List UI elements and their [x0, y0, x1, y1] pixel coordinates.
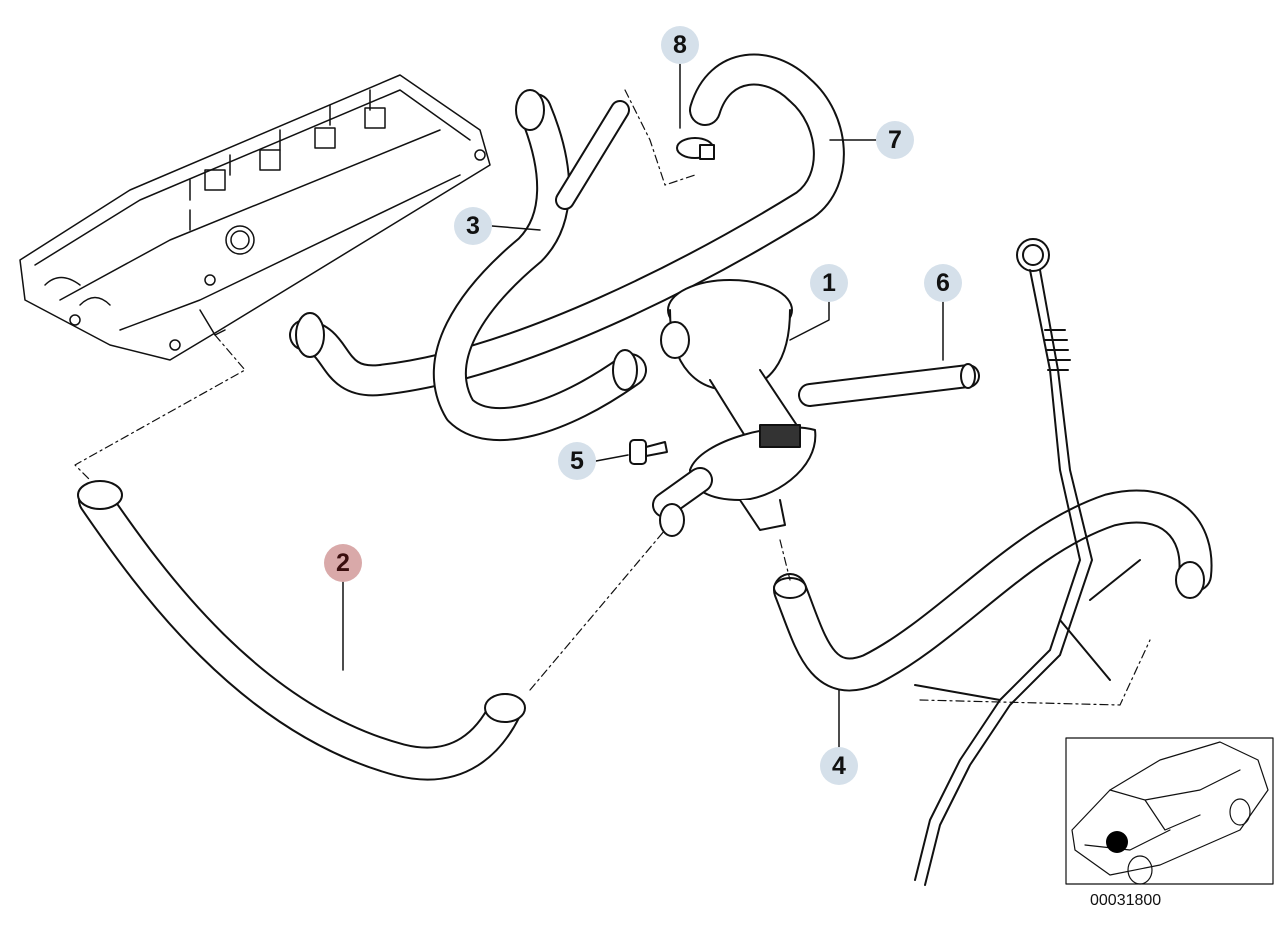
valve-cover	[19, 74, 491, 361]
callout-8[interactable]: 8	[661, 26, 699, 64]
hose-4[interactable]	[773, 489, 1213, 692]
clamp-8[interactable]	[676, 137, 715, 160]
vehicle-location-inset	[1065, 737, 1274, 885]
callout-1[interactable]: 1	[810, 264, 848, 302]
connection-lines	[74, 89, 1151, 706]
callout-6[interactable]: 6	[924, 264, 962, 302]
screw-5[interactable]	[629, 439, 668, 465]
hose-6[interactable]	[798, 363, 980, 407]
hose-2[interactable]	[77, 480, 526, 781]
location-marker-icon	[1106, 831, 1128, 853]
dipstick[interactable]	[914, 238, 1141, 886]
callout-7[interactable]: 7	[876, 121, 914, 159]
hose-7[interactable]	[289, 53, 845, 397]
callout-4[interactable]: 4	[820, 747, 858, 785]
callout-2-selected[interactable]: 2	[324, 544, 362, 582]
callout-5[interactable]: 5	[558, 442, 596, 480]
diagram-code: 00031800	[1090, 892, 1162, 909]
callout-3[interactable]: 3	[454, 207, 492, 245]
valve-1[interactable]	[652, 279, 817, 537]
hose-3[interactable]	[432, 89, 647, 442]
leader-lines	[342, 63, 944, 748]
